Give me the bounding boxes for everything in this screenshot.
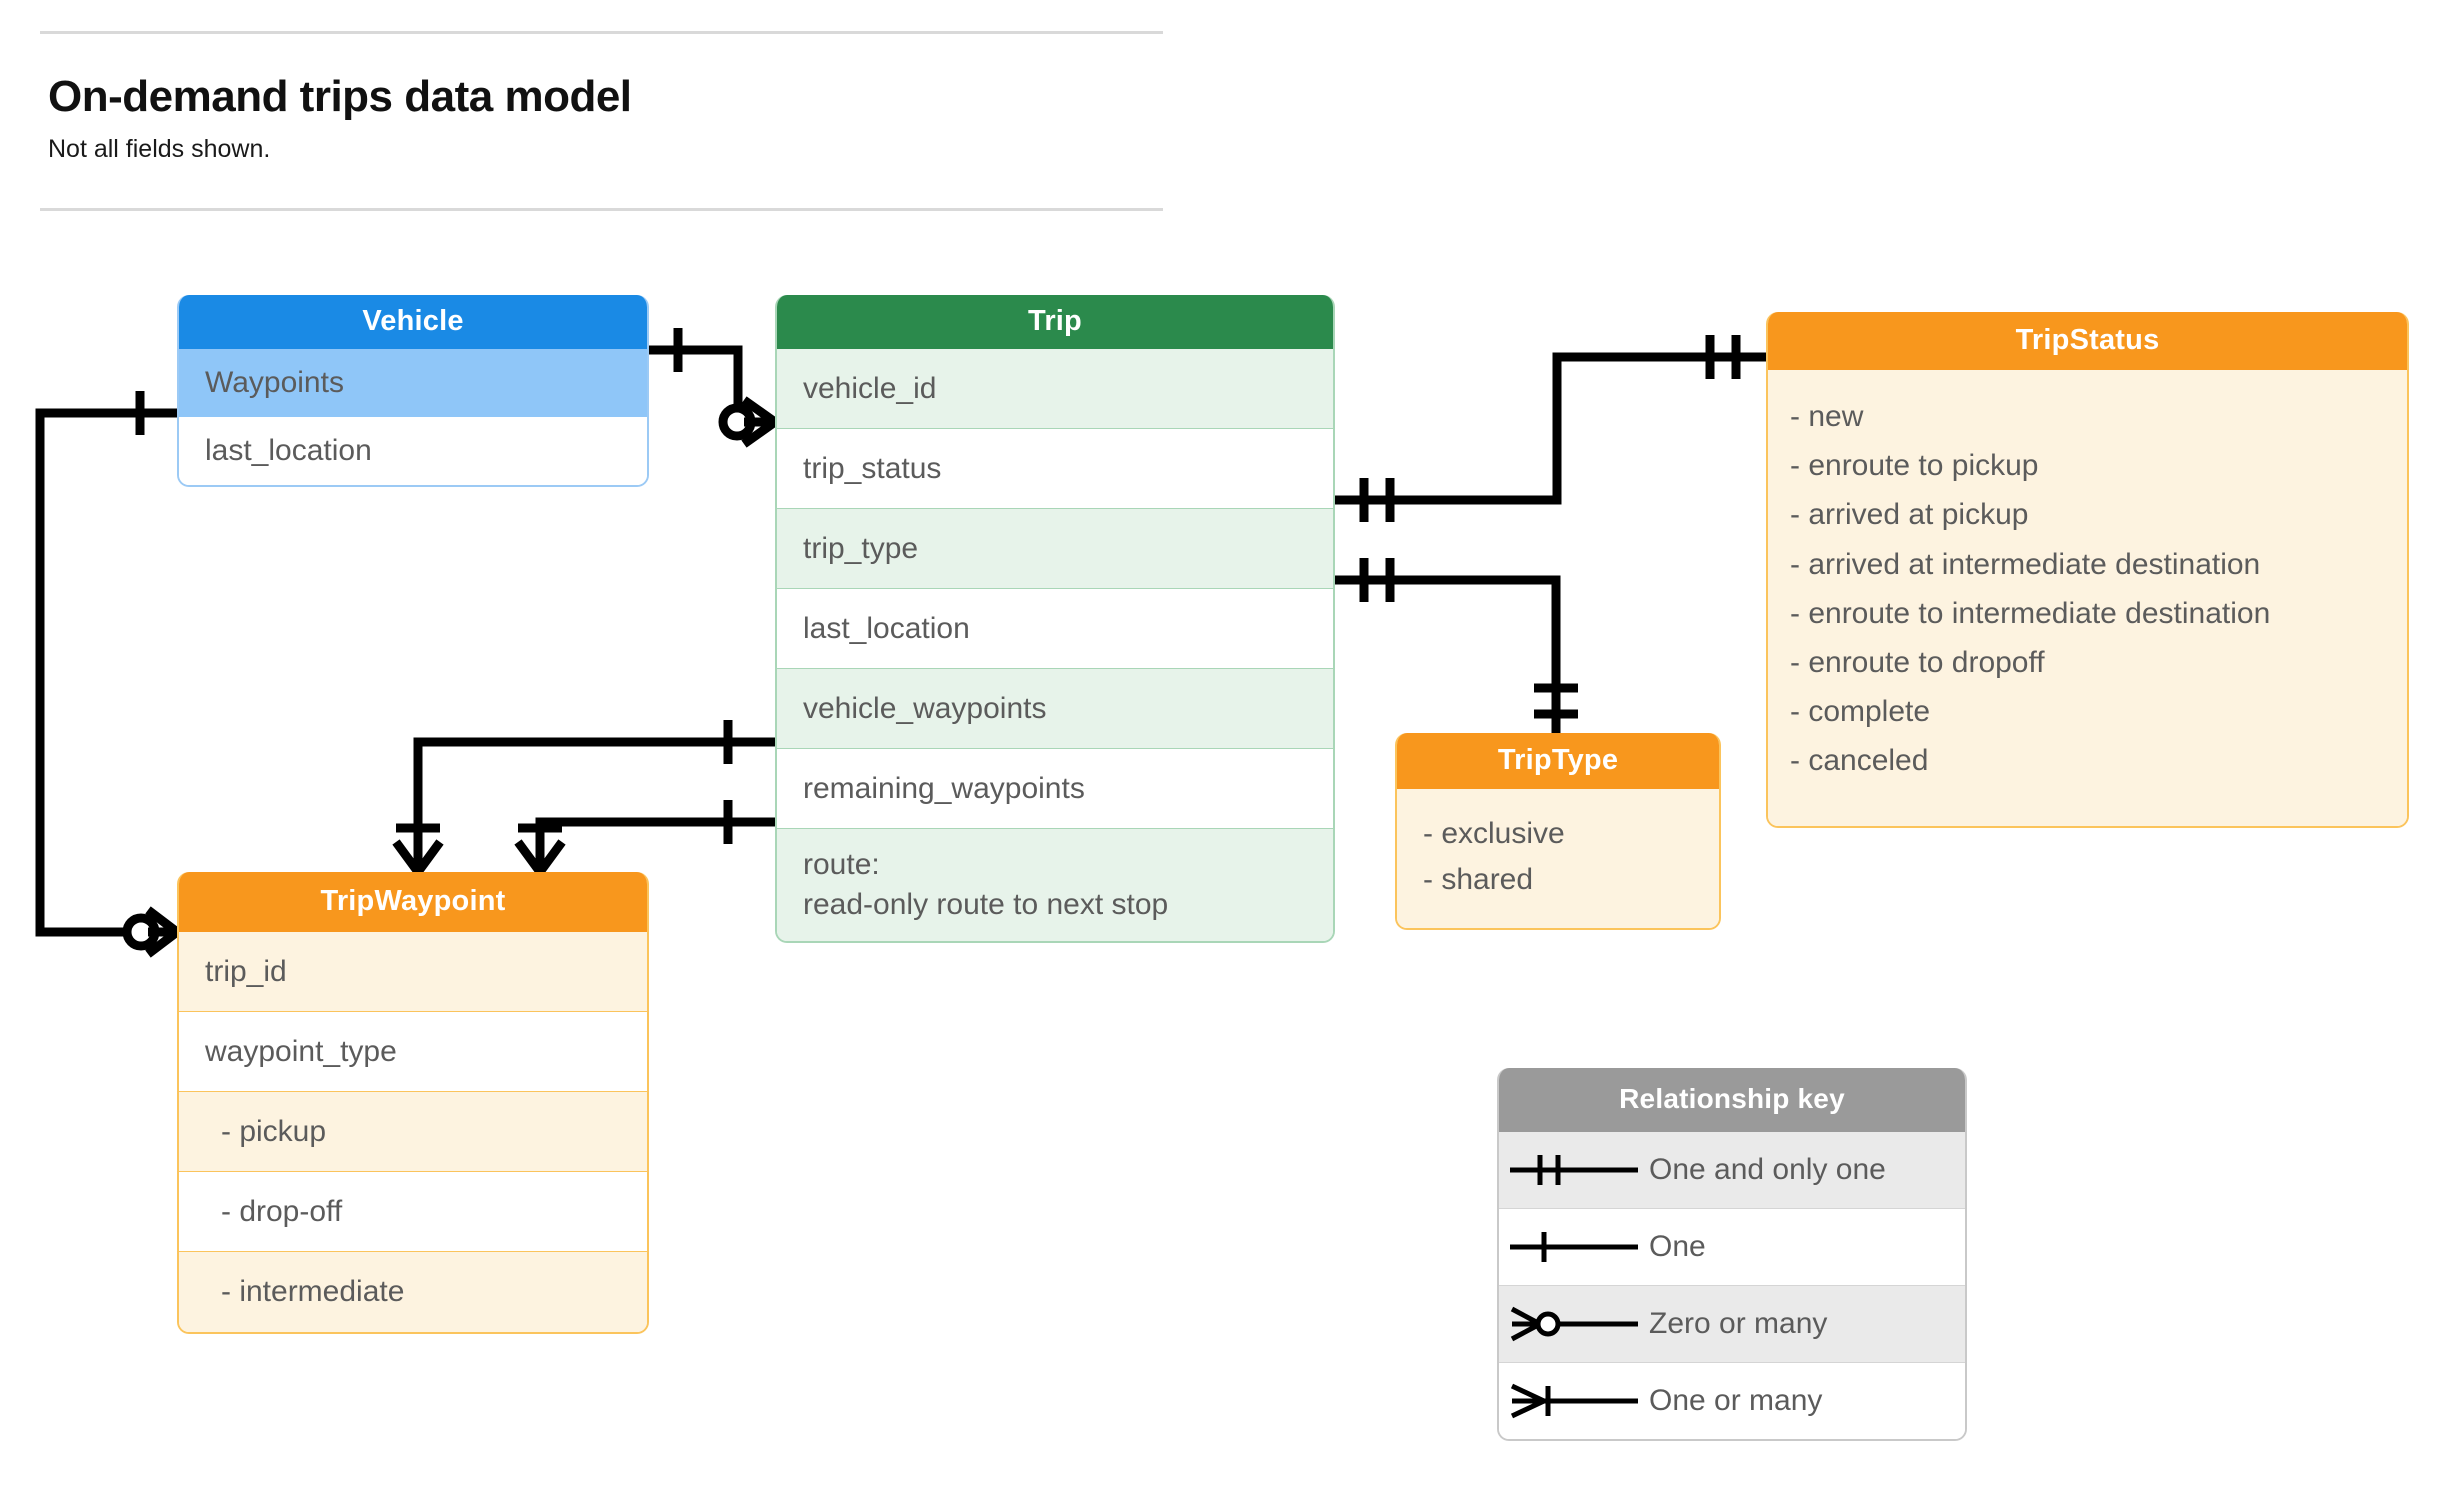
entity-trip[interactable]: Trip vehicle_id trip_status trip_type la… (775, 295, 1335, 943)
one-and-only-one-icon (1499, 1145, 1649, 1195)
enum-value: - complete (1790, 695, 1931, 729)
legend-title: Relationship key (1499, 1068, 1965, 1132)
enum-value: - arrived at intermediate destination (1790, 547, 2261, 581)
enum-value: - exclusive (1423, 817, 1565, 850)
route-label: route: (803, 848, 880, 882)
relationship-key-legend: Relationship key One and only one (1497, 1068, 1967, 1441)
legend-label: Zero or many (1649, 1307, 1828, 1340)
one-or-many-icon (1499, 1376, 1649, 1426)
enum-value: - enroute to dropoff (1790, 645, 2045, 679)
entity-vehicle-title: Vehicle (179, 295, 647, 349)
enum-value: - new (1790, 400, 1864, 433)
field-row[interactable]: waypoint_type (179, 1012, 647, 1092)
enum-value: - enroute to intermediate destination (1790, 596, 2271, 630)
entity-tripstatus[interactable]: TripStatus - new - enroute to pickup - a… (1766, 312, 2409, 828)
entity-tripwaypoint-fields: trip_id waypoint_type - pickup - drop-of… (179, 932, 647, 1332)
entity-triptype-values: - exclusive - shared (1397, 789, 1719, 929)
legend-label: One (1649, 1230, 1706, 1263)
entity-tripstatus-values: - new - enroute to pickup - arrived at p… (1768, 370, 2407, 826)
enum-value: - enroute to pickup (1790, 449, 2039, 483)
entity-trip-title: Trip (777, 295, 1333, 349)
field-row[interactable]: trip_type (777, 509, 1333, 589)
legend-row: One (1499, 1209, 1965, 1286)
page-title: On-demand trips data model (48, 72, 632, 121)
zero-or-many-icon (1499, 1299, 1649, 1349)
entity-tripwaypoint[interactable]: TripWaypoint trip_id waypoint_type - pic… (177, 872, 649, 1334)
page-subtitle: Not all fields shown. (48, 135, 271, 163)
enum-row[interactable]: - pickup (179, 1092, 647, 1172)
entity-tripstatus-title: TripStatus (1768, 312, 2407, 370)
legend-label: One or many (1649, 1384, 1823, 1417)
header-rule-bottom (40, 208, 1163, 211)
enum-value: - canceled (1790, 744, 1929, 778)
enum-value: - shared (1423, 862, 1534, 896)
entity-triptype[interactable]: TripType - exclusive - shared (1395, 733, 1721, 931)
entity-trip-fields: vehicle_id trip_status trip_type last_lo… (777, 349, 1333, 941)
route-note: read-only route to next stop (803, 888, 1169, 921)
field-row[interactable]: remaining_waypoints (777, 749, 1333, 829)
field-row[interactable]: last_location (179, 417, 647, 485)
enum-value: - arrived at pickup (1790, 498, 2029, 532)
enum-row[interactable]: - drop-off (179, 1172, 647, 1252)
one-icon (1499, 1222, 1649, 1272)
entity-tripwaypoint-title: TripWaypoint (179, 872, 647, 932)
header-rule-top (40, 31, 1163, 34)
legend-row: One and only one (1499, 1132, 1965, 1209)
entity-vehicle-fields: Waypoints last_location (179, 349, 647, 485)
field-row[interactable]: Waypoints (179, 349, 647, 417)
field-row[interactable]: vehicle_id (777, 349, 1333, 429)
legend-row: Zero or many (1499, 1286, 1965, 1363)
field-row[interactable]: last_location (777, 589, 1333, 669)
entity-triptype-title: TripType (1397, 733, 1719, 789)
field-row[interactable]: vehicle_waypoints (777, 669, 1333, 749)
entity-vehicle[interactable]: Vehicle Waypoints last_location (177, 295, 649, 487)
field-row-route[interactable]: route: read-only route to next stop (777, 829, 1333, 941)
legend-label: One and only one (1649, 1153, 1886, 1186)
legend-row: One or many (1499, 1363, 1965, 1439)
enum-row[interactable]: - intermediate (179, 1252, 647, 1332)
field-row[interactable]: trip_id (179, 932, 647, 1012)
field-row[interactable]: trip_status (777, 429, 1333, 509)
